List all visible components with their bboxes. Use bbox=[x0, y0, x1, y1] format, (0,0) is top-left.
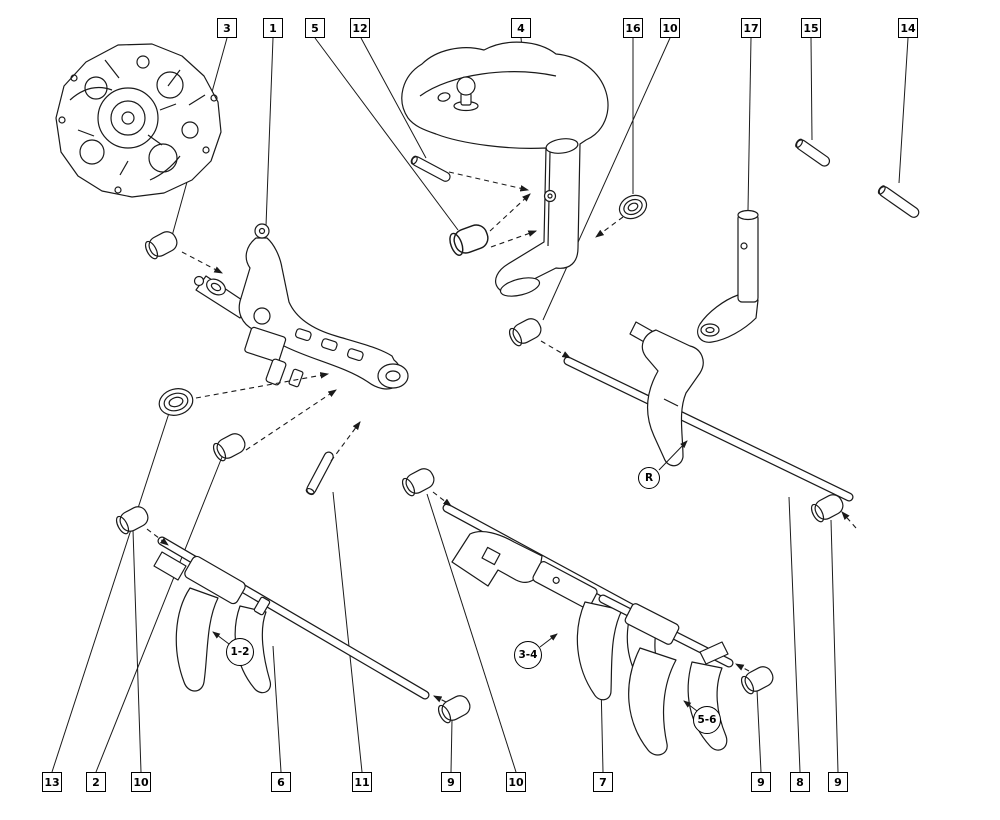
gearbox-illustration bbox=[55, 43, 222, 198]
bushing-part-9-b bbox=[740, 666, 774, 695]
seal-part-13 bbox=[158, 388, 194, 416]
callout-top-14: 14 bbox=[898, 18, 918, 38]
shift-lever-part-4 bbox=[401, 41, 609, 297]
pin-part-14 bbox=[877, 185, 920, 218]
callout-bottom-10-mid: 10 bbox=[506, 772, 526, 792]
pin-part-12 bbox=[410, 155, 451, 182]
callout-top-4: 4 bbox=[511, 18, 531, 38]
callout-top-17: 17 bbox=[741, 18, 761, 38]
gear-label-5-6: 5-6 bbox=[693, 706, 721, 734]
callout-bottom-9-right: 9 bbox=[828, 772, 848, 792]
callout-bottom-6: 6 bbox=[271, 772, 291, 792]
bushing-part-9-a bbox=[437, 695, 471, 724]
selector-lever-part-1 bbox=[193, 223, 409, 390]
bushing-part-3 bbox=[144, 231, 178, 260]
gear-label-3-4: 3-4 bbox=[514, 641, 542, 669]
label-pointers bbox=[212, 440, 698, 712]
callout-top-3: 3 bbox=[217, 18, 237, 38]
callout-top-5: 5 bbox=[305, 18, 325, 38]
leader-lines bbox=[51, 37, 909, 773]
callout-bottom-2: 2 bbox=[86, 772, 106, 792]
pin-part-15 bbox=[795, 138, 831, 167]
callout-top-12: 12 bbox=[350, 18, 370, 38]
seal-part-16 bbox=[618, 194, 648, 220]
bushings bbox=[115, 224, 844, 724]
reverse-fork-rod bbox=[563, 356, 854, 502]
callout-top-10: 10 bbox=[660, 18, 680, 38]
callout-bottom-13: 13 bbox=[42, 772, 62, 792]
gear-label-reverse: R bbox=[638, 467, 660, 489]
bushing-part-10-a bbox=[508, 318, 542, 347]
callout-top-16: 16 bbox=[623, 18, 643, 38]
callout-bottom-9-mid: 9 bbox=[751, 772, 771, 792]
callout-top-1: 1 bbox=[263, 18, 283, 38]
fork-5-6 bbox=[624, 603, 729, 756]
callout-bottom-7: 7 bbox=[593, 772, 613, 792]
callout-bottom-10-left: 10 bbox=[131, 772, 151, 792]
bushing-part-10-b bbox=[115, 506, 149, 535]
pin-part-11 bbox=[305, 451, 334, 496]
bushing-part-10-c bbox=[401, 468, 435, 497]
callout-top-15: 15 bbox=[801, 18, 821, 38]
callout-bottom-9-left: 9 bbox=[441, 772, 461, 792]
fork-1-2 bbox=[153, 551, 272, 694]
bushing-part-2 bbox=[212, 433, 246, 462]
reverse-fork bbox=[629, 321, 704, 467]
callout-bottom-11: 11 bbox=[352, 772, 372, 792]
pivot-post-part-17 bbox=[697, 209, 759, 343]
assembly-arrows bbox=[146, 171, 857, 703]
gear-label-1-2: 1-2 bbox=[226, 638, 254, 666]
callout-bottom-8: 8 bbox=[790, 772, 810, 792]
pins bbox=[305, 138, 920, 496]
bushing-part-9-c bbox=[810, 494, 844, 523]
bushing-part-5 bbox=[449, 224, 489, 256]
